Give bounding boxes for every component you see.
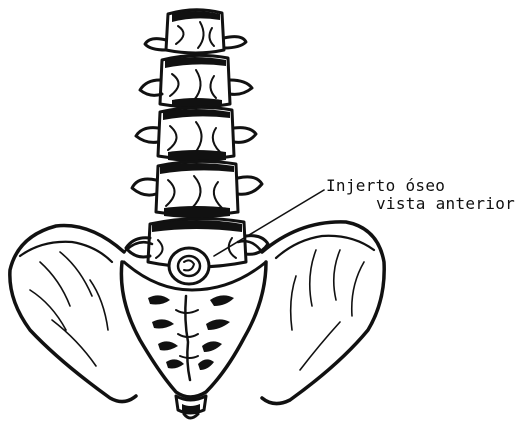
annotation-label-line1: Injerto óseo xyxy=(326,176,445,195)
vertebra-l2 xyxy=(140,55,252,108)
vertebra-l4 xyxy=(132,161,262,218)
coccyx xyxy=(176,396,206,418)
right-iliac-wing xyxy=(238,222,384,404)
annotation-label-line2: vista anterior xyxy=(376,194,515,213)
vertebra-l1 xyxy=(145,10,246,53)
vertebra-l3 xyxy=(136,107,256,162)
bone-graft xyxy=(169,248,209,284)
